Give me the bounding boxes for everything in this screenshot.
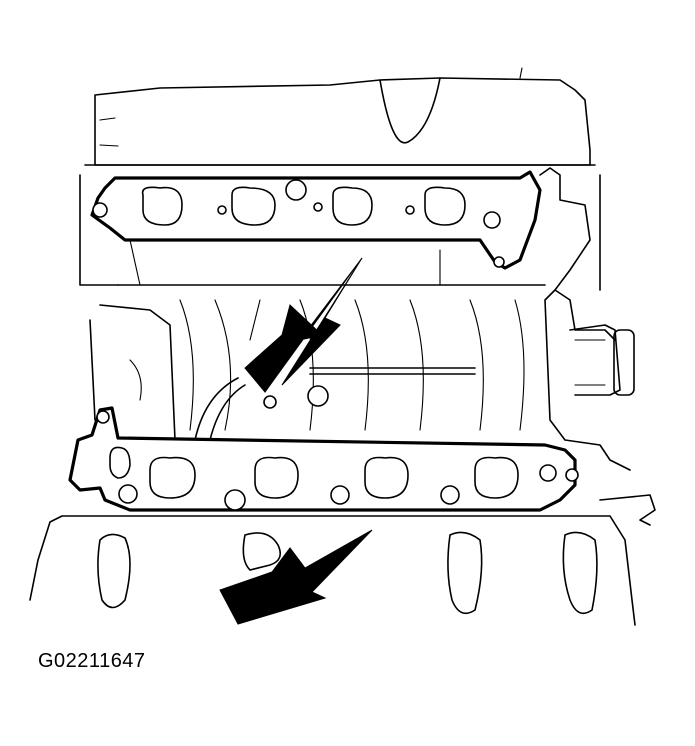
upper-cylinder-head — [79, 67, 601, 291]
engine-block — [89, 284, 546, 441]
upper-manifold-gasket — [90, 170, 542, 270]
water-pump-housing — [539, 167, 635, 471]
lower-manifold-gasket — [68, 406, 579, 512]
lower-cylinder-head — [29, 494, 656, 626]
arrow-pointer-lower-gasket — [219, 529, 373, 625]
figure-id-label: G02211647 — [38, 650, 146, 672]
arrow-pointer-upper-gasket — [244, 257, 363, 393]
